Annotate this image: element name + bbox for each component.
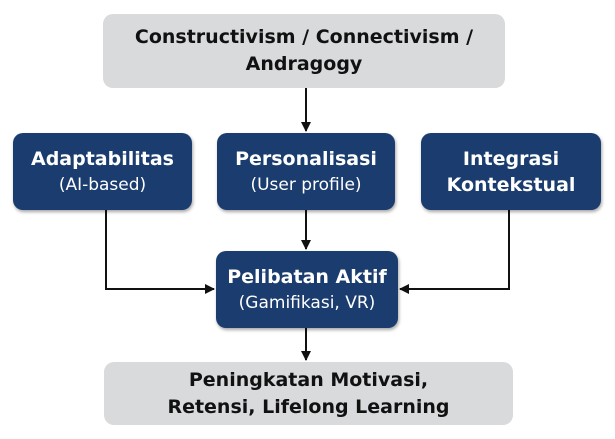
pillar-personalisasi-title: Personalisasi — [235, 147, 377, 170]
outcome-box: Peningkatan Motivasi, Retensi, Lifelong … — [104, 362, 513, 425]
pillar-integrasi: Integrasi Kontekstual — [421, 133, 601, 210]
engagement-title: Pelibatan Aktif — [227, 265, 387, 288]
pillar-adaptabilitas: Adaptabilitas (AI-based) — [13, 133, 192, 210]
pillar-integrasi-subtitle: Kontekstual — [446, 173, 576, 196]
outcome-line-2: Retensi, Lifelong Learning — [167, 395, 450, 418]
pillar-integrasi-title: Integrasi — [462, 147, 560, 170]
pillar-adaptabilitas-subtitle: (AI-based) — [58, 174, 147, 195]
pillar-adaptabilitas-title: Adaptabilitas — [31, 147, 174, 170]
engagement-box: Pelibatan Aktif (Gamifikasi, VR) — [216, 251, 398, 328]
theory-line-2: Andragogy — [245, 53, 363, 75]
theory-line-1: Constructivism / Connectivism / — [134, 26, 474, 48]
arrow-adaptabilitas-to-engagement — [105, 210, 215, 294]
outcome-line-1: Peningkatan Motivasi, — [188, 368, 429, 391]
theory-box: Constructivism / Connectivism / Andragog… — [103, 14, 505, 88]
pillar-personalisasi-subtitle: (User profile) — [250, 174, 362, 195]
pillar-personalisasi: Personalisasi (User profile) — [217, 133, 395, 210]
engagement-subtitle: (Gamifikasi, VR) — [238, 292, 376, 313]
arrow-integrasi-to-engagement — [399, 210, 510, 294]
